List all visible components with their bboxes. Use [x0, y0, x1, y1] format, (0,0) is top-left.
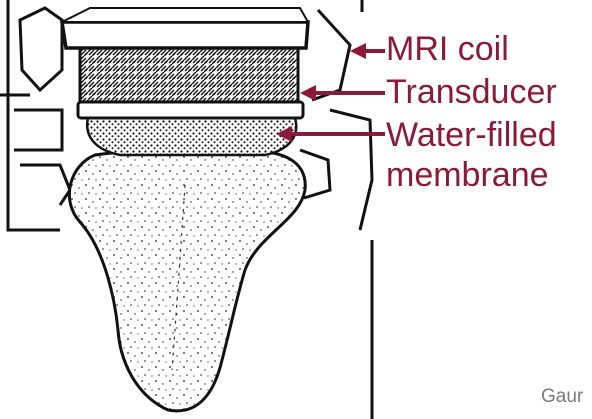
- head-outline: [69, 150, 305, 411]
- source-credit: Gaur: [541, 386, 583, 408]
- transducer-lower-plate: [78, 102, 303, 118]
- mri-coil-top-edge: [62, 8, 308, 22]
- mri-coil-plate: [62, 22, 308, 48]
- transducer-body: [80, 48, 298, 102]
- transducer-label: Transducer: [386, 75, 557, 109]
- left-housing-frame: [0, 0, 70, 230]
- mri-coil-label: MRI coil: [386, 32, 509, 66]
- right-housing-frame: [300, 0, 372, 419]
- water-filled-membrane: [87, 118, 296, 155]
- membrane-label-line1: Water-filled: [386, 118, 557, 152]
- mri-coil-arrowhead: [350, 43, 366, 59]
- membrane-label-line2: membrane: [386, 158, 549, 192]
- transducer-arrowhead: [300, 85, 316, 101]
